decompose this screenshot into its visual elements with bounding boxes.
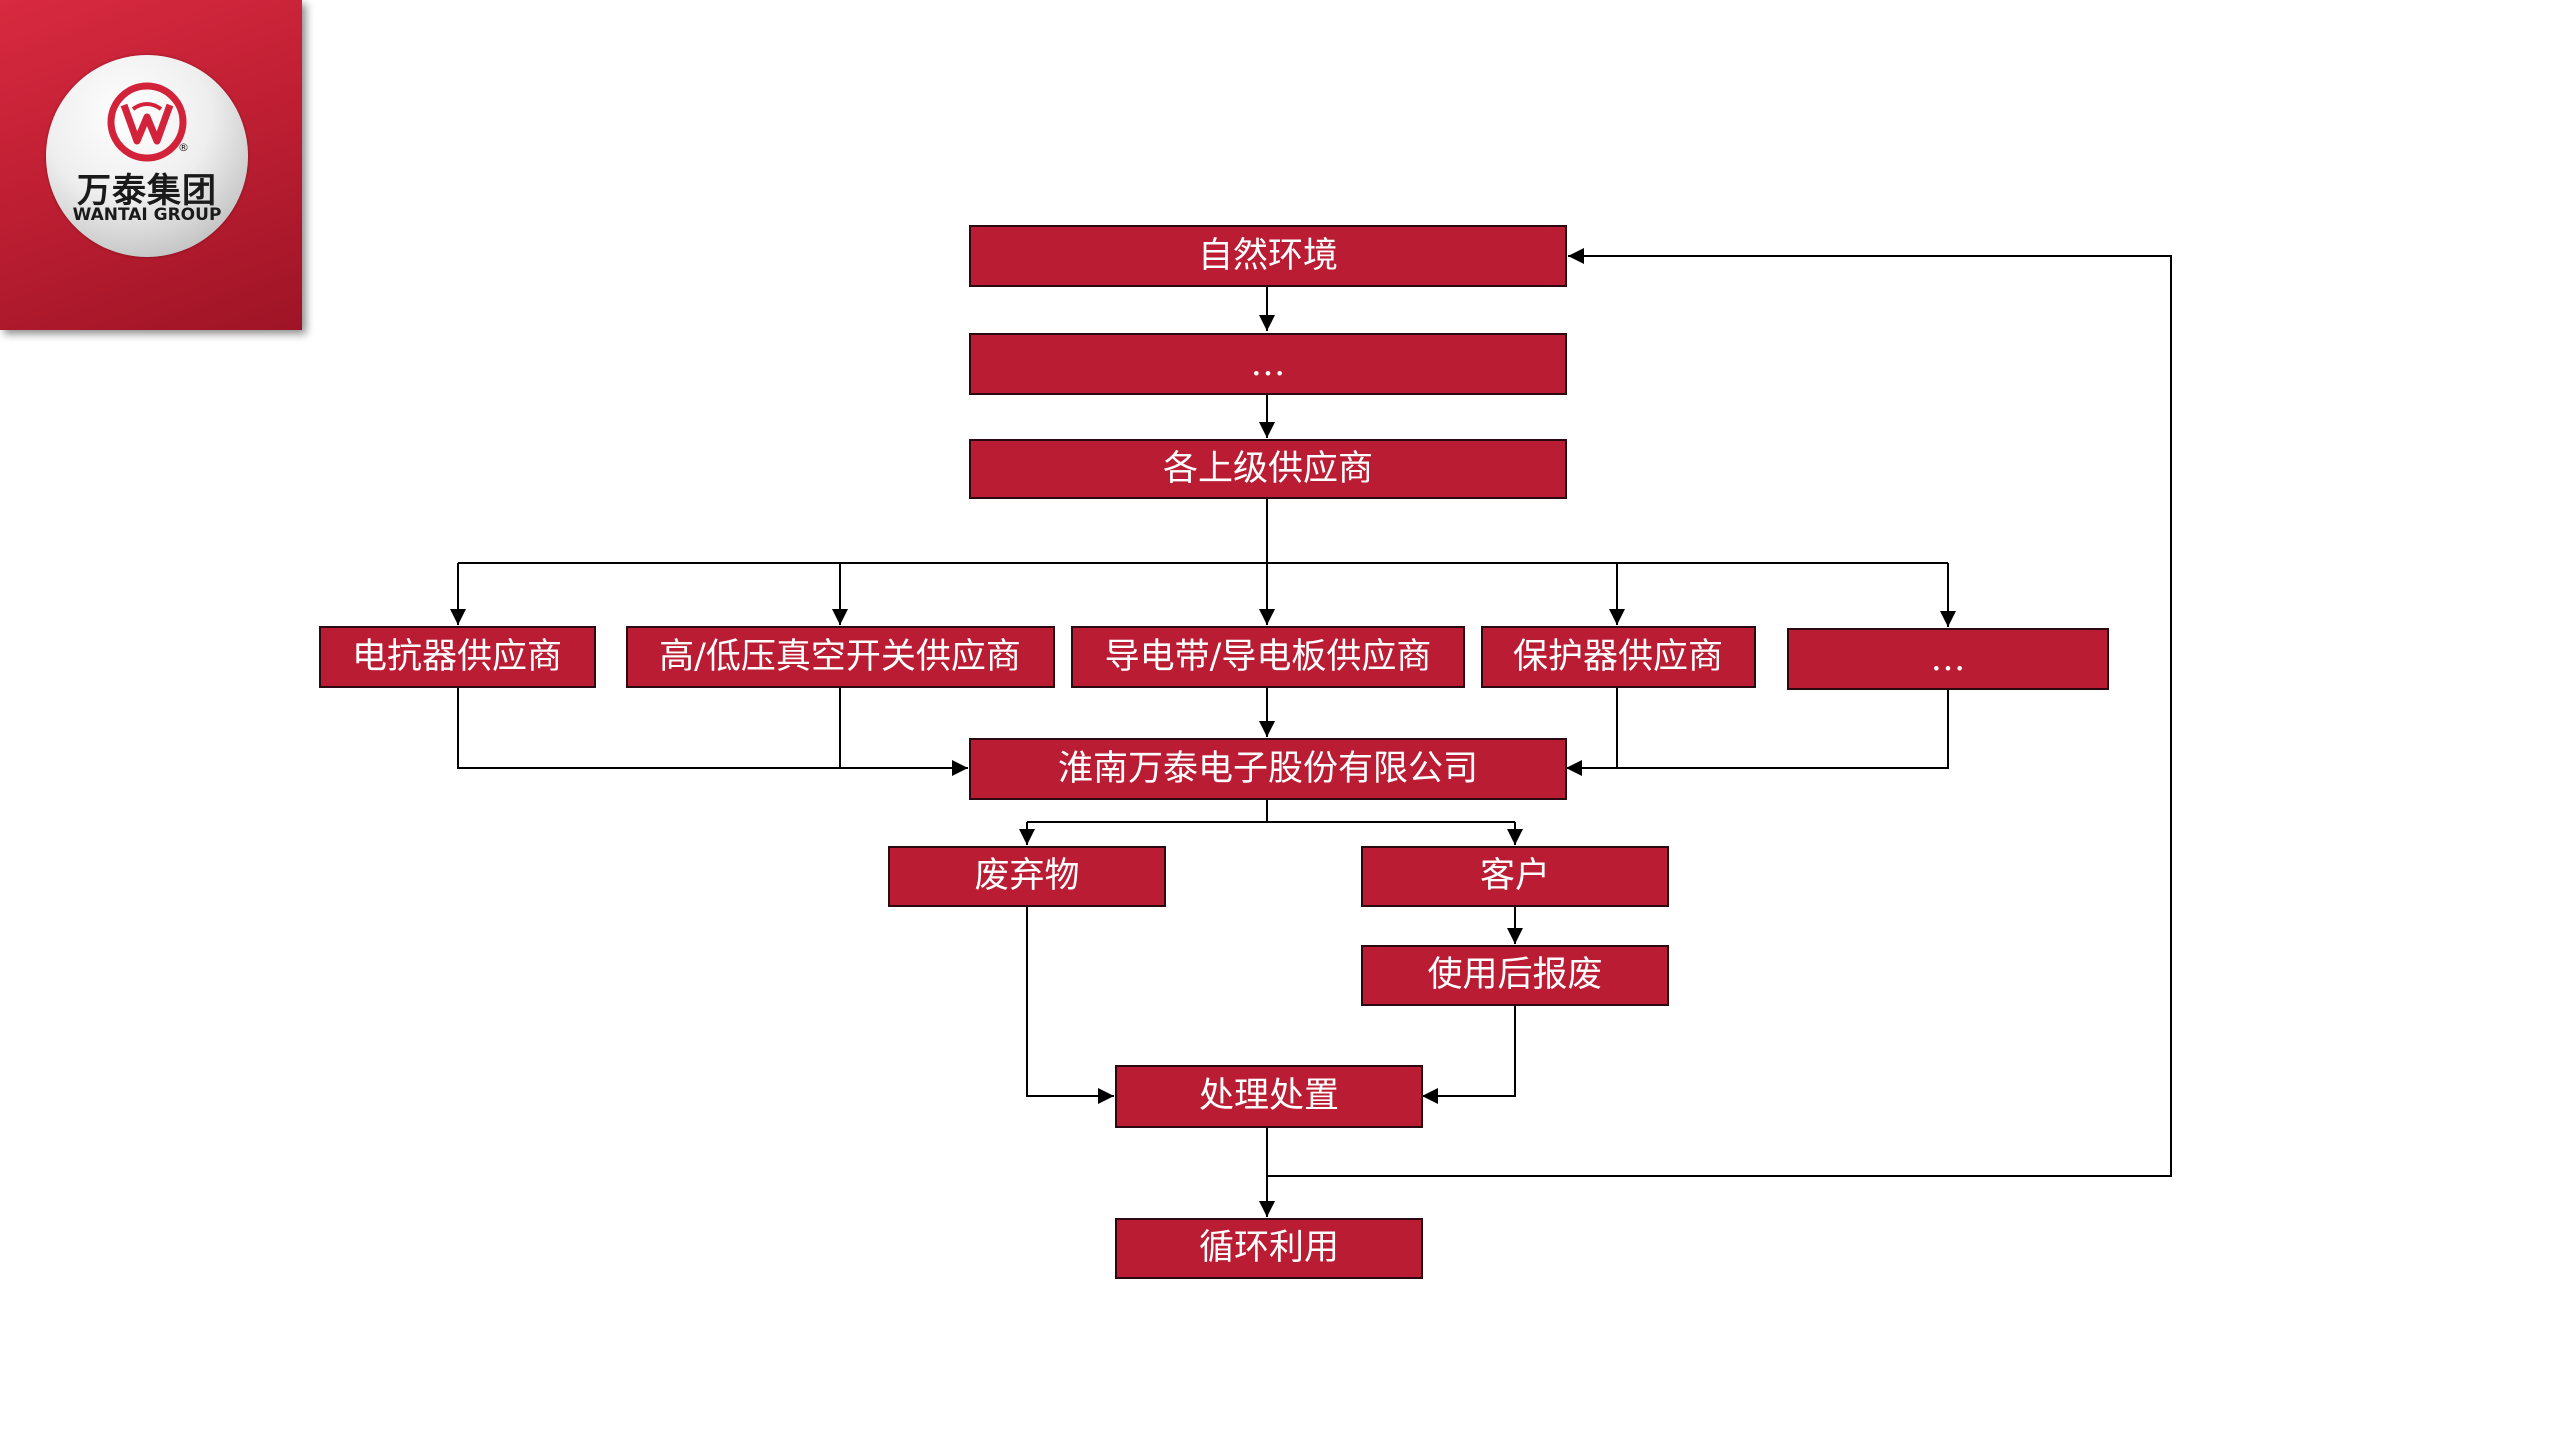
node-protector-supplier: 保护器供应商 [1481, 626, 1756, 688]
edge-reactor-to-company [457, 687, 968, 776]
svg-text:自然环境: 自然环境 [1198, 236, 1338, 276]
node-ellipsis-suppliers: … [1787, 628, 2109, 690]
node-vacuum-switch-supplier: 高/低压真空开关供应商 [626, 626, 1055, 688]
edges [450, 248, 2172, 1217]
svg-text:淮南万泰电子股份有限公司: 淮南万泰电子股份有限公司 [1058, 749, 1478, 789]
node-customer: 客户 [1361, 846, 1669, 907]
svg-text:处理处置: 处理处置 [1199, 1076, 1339, 1116]
node-natural-environment: 自然环境 [969, 225, 1567, 287]
logo-name-en: WANTAI GROUP [72, 205, 222, 225]
edge-feedback-loop [1267, 248, 2172, 1177]
svg-text:废弃物: 废弃物 [974, 856, 1079, 896]
node-reactor-supplier: 电抗器供应商 [319, 626, 596, 688]
registered-mark: ® [178, 141, 189, 154]
edge-ellipsis-supplier-to-company [1566, 689, 1949, 776]
edge-waste-to-disposal [1026, 906, 1114, 1104]
node-company: 淮南万泰电子股份有限公司 [969, 738, 1567, 800]
node-ellipsis-top: … [969, 333, 1567, 395]
node-disposal: 处理处置 [1115, 1065, 1423, 1128]
svg-text:电抗器供应商: 电抗器供应商 [352, 637, 562, 677]
logo-name-cn: 万泰集团 [77, 171, 217, 211]
node-waste: 废弃物 [888, 846, 1166, 907]
company-logo: ® 万泰集团 WANTAI GROUP [46, 55, 248, 257]
corner-banner: ® 万泰集团 WANTAI GROUP [0, 0, 302, 330]
wantai-logo-icon [107, 82, 187, 162]
node-recycling: 循环利用 [1115, 1218, 1423, 1279]
node-conductor-supplier: 导电带/导电板供应商 [1071, 626, 1465, 688]
node-scrapped: 使用后报废 [1361, 945, 1669, 1006]
svg-text:高/低压真空开关供应商: 高/低压真空开关供应商 [659, 637, 1021, 677]
svg-text:使用后报废: 使用后报废 [1427, 955, 1602, 995]
svg-text:…: … [1251, 344, 1286, 384]
svg-text:保护器供应商: 保护器供应商 [1513, 637, 1723, 677]
nodes: 自然环境 … 各上级供应商 电抗器供应商 高/低压真空开关供应商 导电带/导电板… [319, 225, 2109, 1279]
edge-scrapped-to-disposal [1422, 1005, 1516, 1104]
svg-text:循环利用: 循环利用 [1199, 1228, 1339, 1268]
svg-text:导电带/导电板供应商: 导电带/导电板供应商 [1105, 637, 1432, 677]
svg-text:客户: 客户 [1480, 856, 1550, 896]
svg-text:…: … [1931, 639, 1966, 679]
node-upstream-suppliers: 各上级供应商 [969, 439, 1567, 499]
svg-text:各上级供应商: 各上级供应商 [1163, 449, 1373, 489]
